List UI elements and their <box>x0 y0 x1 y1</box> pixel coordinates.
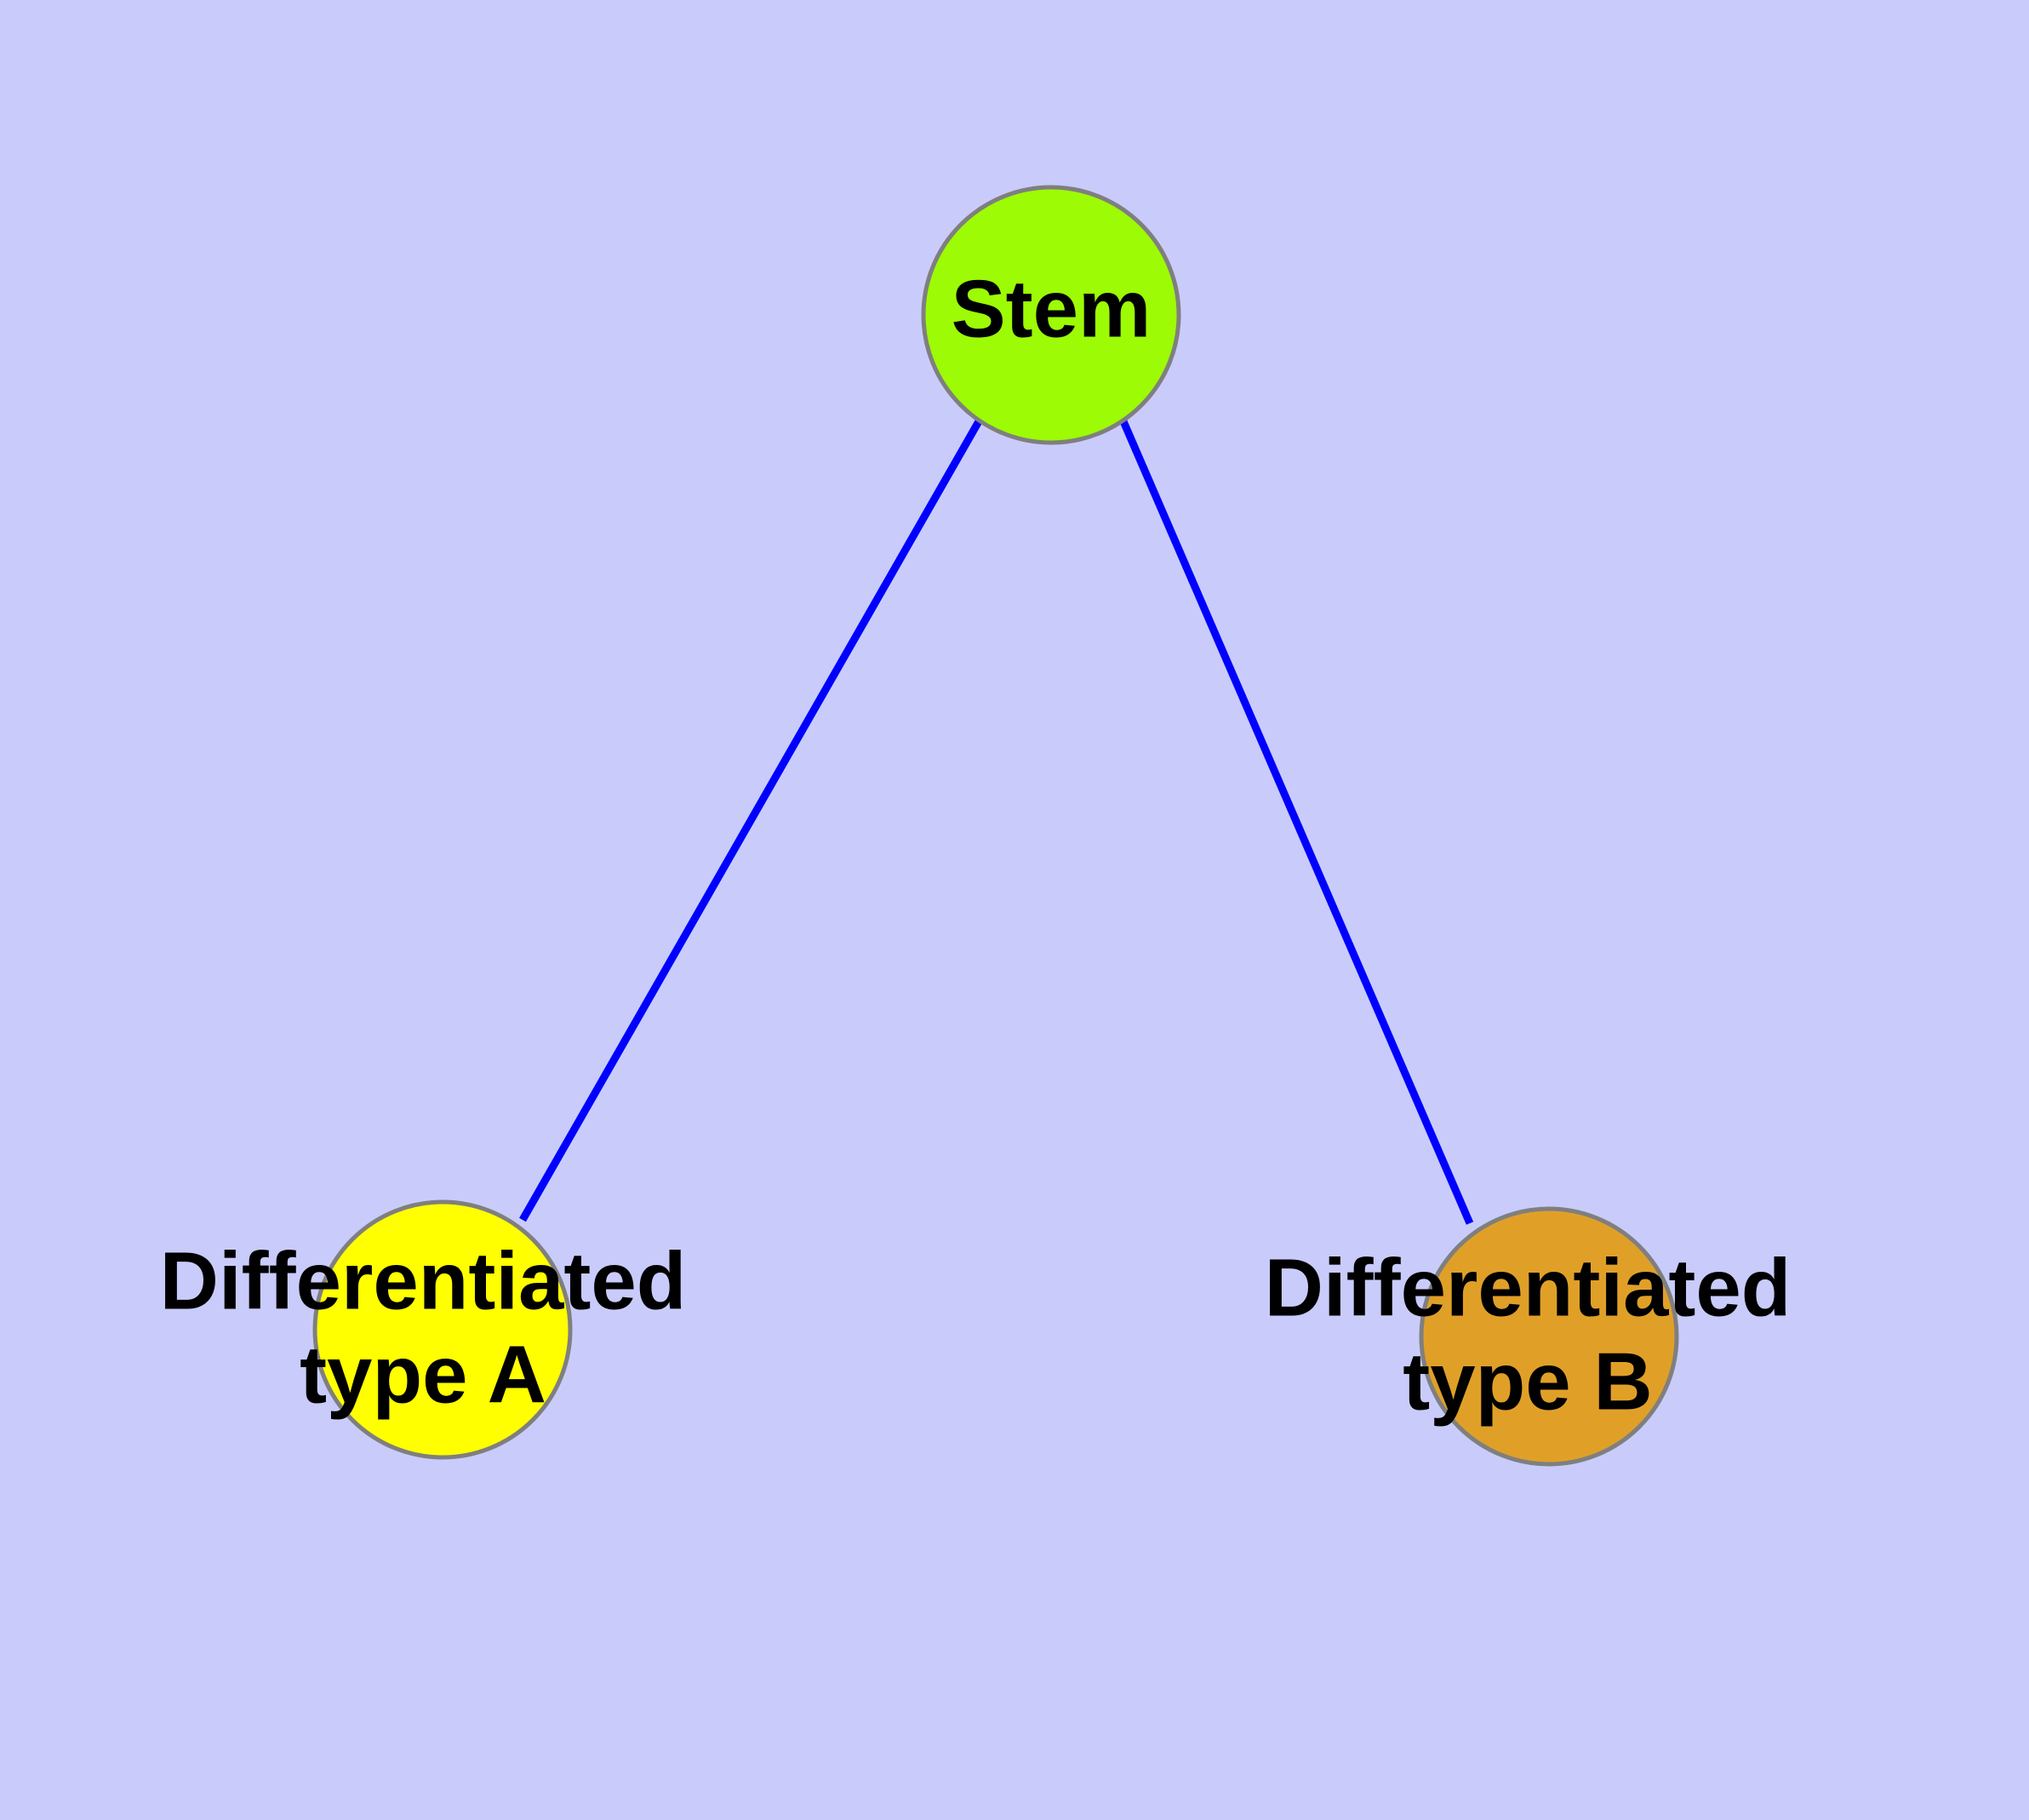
node-stem[interactable] <box>921 185 1181 445</box>
edge-layer <box>519 419 1474 1225</box>
label-layer: Stem Differentiated type A Differentiate… <box>160 263 1792 1427</box>
node-diff-b-circle[interactable] <box>1419 1206 1679 1467</box>
node-layer <box>312 185 1679 1467</box>
node-diff-b-label-line2: type B <box>1403 1336 1652 1427</box>
node-diff-b[interactable] <box>1419 1206 1679 1467</box>
node-diff-a[interactable] <box>312 1199 573 1460</box>
node-diff-b-label-line1: Differentiated <box>1265 1242 1792 1333</box>
node-diff-a-label-line2: type A <box>300 1329 546 1420</box>
edge-stem-to-diff-b[interactable] <box>1119 420 1474 1225</box>
node-stem-circle[interactable] <box>921 185 1181 445</box>
node-diff-a-label-line1: Differentiated <box>160 1235 687 1326</box>
node-stem-label: Stem <box>952 263 1152 354</box>
edge-stem-to-diff-a[interactable] <box>519 419 982 1222</box>
node-diff-a-circle[interactable] <box>312 1199 573 1460</box>
